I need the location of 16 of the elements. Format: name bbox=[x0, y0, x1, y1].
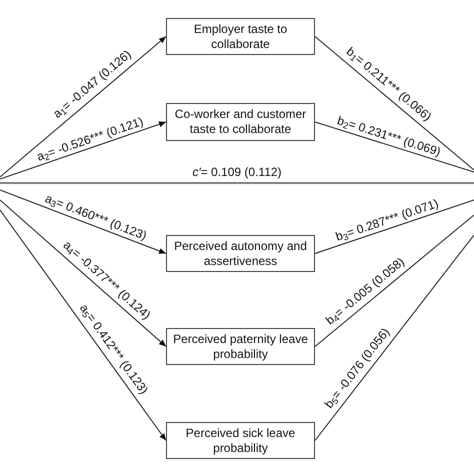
variable-box: Employer taste to collaborate bbox=[166, 18, 315, 55]
path-label: c′= 0.109 (0.112) bbox=[192, 166, 282, 178]
variable-box: Perceived sick leave probability bbox=[166, 422, 315, 459]
arrow bbox=[0, 36, 166, 178]
path-line bbox=[314, 36, 474, 170]
variable-box: Perceived paternity leave probability bbox=[166, 328, 315, 365]
path-line bbox=[314, 122, 474, 172]
path-line bbox=[314, 200, 474, 254]
variable-box: Co-worker and customer taste to collaborate bbox=[166, 103, 315, 141]
variable-box: Perceived autonomy and assertiveness bbox=[166, 235, 315, 272]
path-line bbox=[314, 234, 474, 441]
arrow bbox=[0, 190, 166, 254]
arrow bbox=[0, 121, 166, 180]
arrow bbox=[0, 200, 166, 347]
path-line bbox=[314, 214, 474, 347]
arrow bbox=[0, 210, 166, 441]
